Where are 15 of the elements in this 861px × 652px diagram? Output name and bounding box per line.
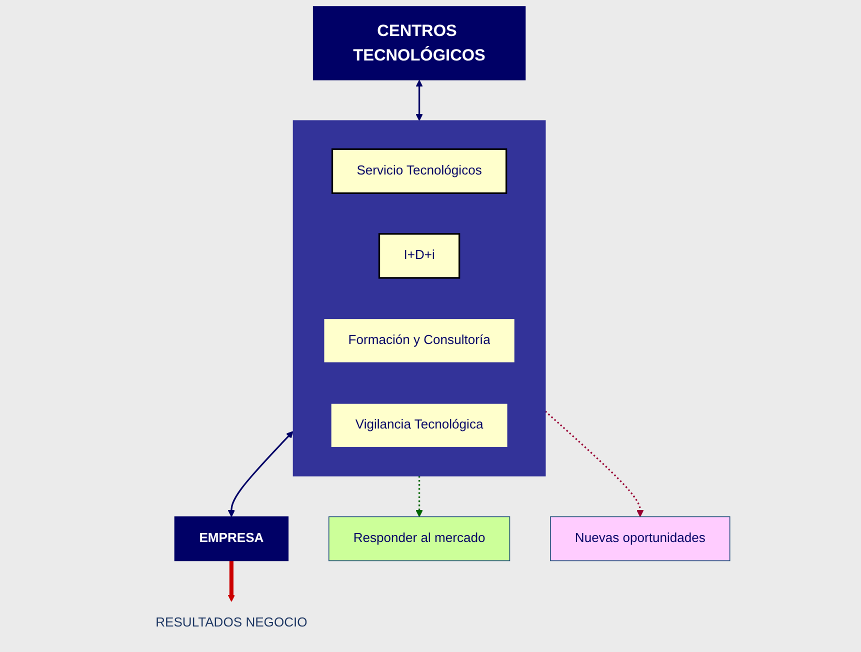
node-box: Responder al mercado (328, 516, 510, 562)
arrow (416, 476, 423, 518)
cluster (292, 120, 546, 476)
arrow (228, 560, 236, 602)
node-text: RESULTADOS NEGOCIO (156, 616, 308, 630)
node-box: Nuevas oportunidades (550, 516, 730, 562)
node-box: EMPRESA (174, 516, 289, 562)
node-box: CENTROS TECNOLÓGICOS (312, 6, 526, 80)
arrow (416, 80, 423, 121)
arrow (228, 431, 294, 518)
arrow (544, 410, 644, 518)
node-box: I+D+i (378, 233, 460, 279)
node-box: Vigilancia Tecnológica (330, 403, 508, 448)
node-box: Formación y Consultoría (323, 318, 516, 364)
node-box: Servicio Tecnológicos (331, 148, 508, 194)
